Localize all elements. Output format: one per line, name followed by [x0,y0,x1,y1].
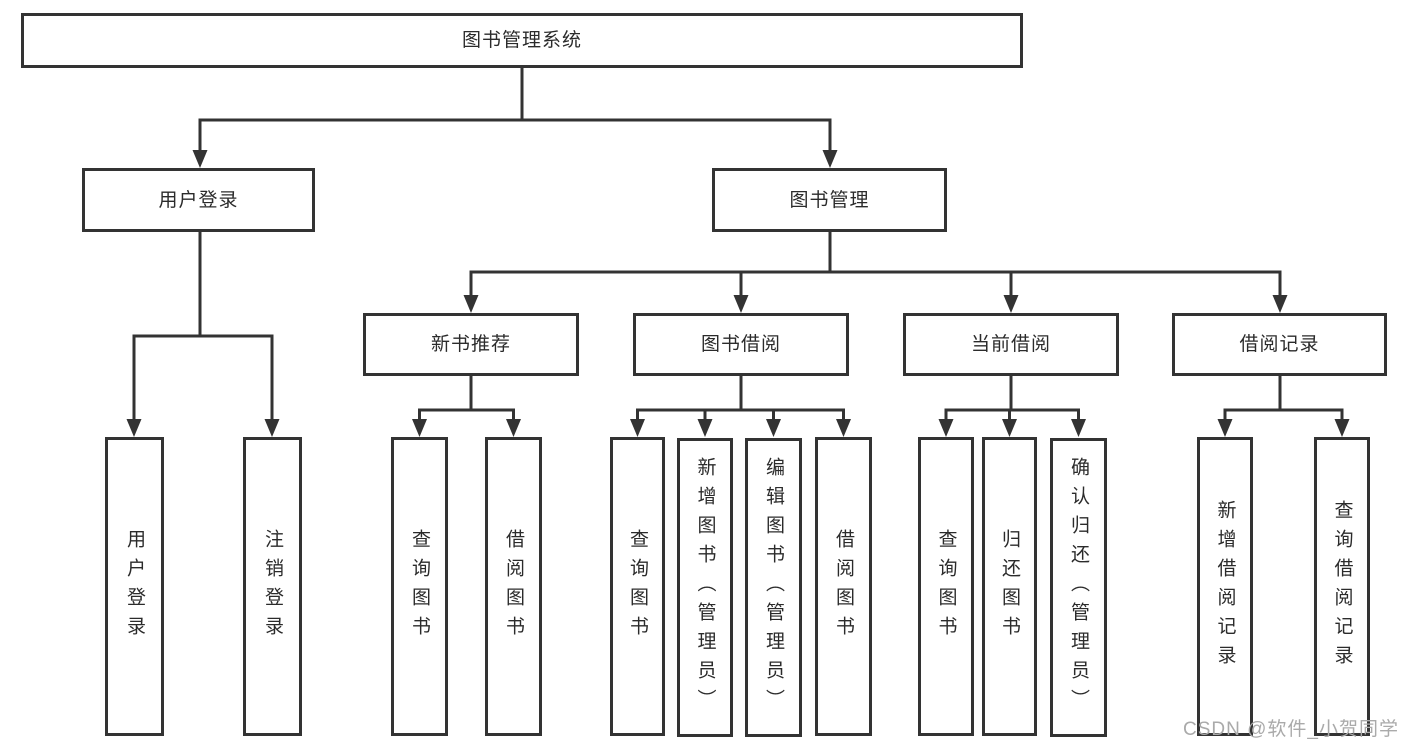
node-user-login: 用户登录 [82,168,315,232]
leaf-login-user-login: 用户登录 [105,437,164,736]
leaf-current-query-books: 查询图书 [918,437,974,736]
node-library-management-system: 图书管理系统 [21,13,1023,68]
leaf-login-logout: 注销登录 [243,437,302,736]
leaf-newbook-query-books: 查询图书 [391,437,448,736]
leaf-borrowing-borrow-books: 借阅图书 [815,437,872,736]
leaf-current-confirm-return-admin: 确认归还（管理员） [1050,438,1107,737]
node-book-management: 图书管理 [712,168,947,232]
node-current-borrowing: 当前借阅 [903,313,1119,376]
node-new-book-recommendation: 新书推荐 [363,313,579,376]
node-book-borrowing: 图书借阅 [633,313,849,376]
leaf-borrowing-edit-books-admin: 编辑图书（管理员） [745,438,802,737]
leaf-borrowing-query-books: 查询图书 [610,437,665,736]
leaf-records-add-borrow-record: 新增借阅记录 [1197,437,1253,736]
leaf-borrowing-add-books-admin: 新增图书（管理员） [677,438,733,737]
leaf-current-return-books: 归还图书 [982,437,1037,736]
node-borrowing-records: 借阅记录 [1172,313,1387,376]
csdn-watermark: CSDN @软件_小贺同学 [1183,719,1399,740]
leaf-records-query-borrow-record: 查询借阅记录 [1314,437,1370,736]
leaf-newbook-borrow-books: 借阅图书 [485,437,542,736]
